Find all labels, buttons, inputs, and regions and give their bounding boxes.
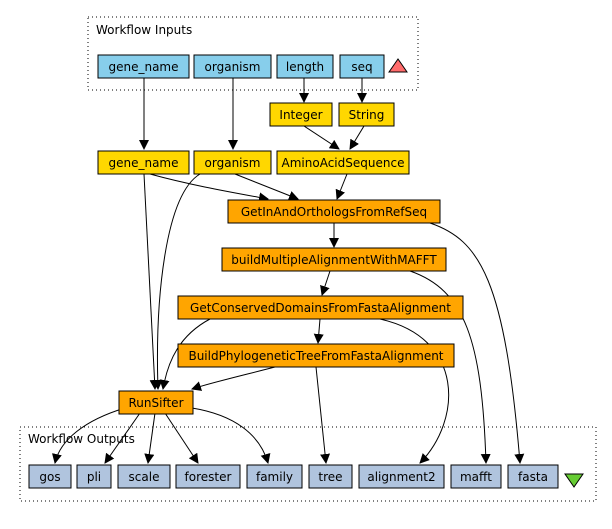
node-get-conserved-domains-label: GetConservedDomainsFromFastaAlignment	[190, 301, 451, 315]
node-run-sifter-label: RunSifter	[129, 396, 184, 410]
edge-getin-fasta	[429, 222, 525, 464]
node-string[interactable]: String	[338, 102, 395, 127]
node-amino-acid-sequence-label: AminoAcidSequence	[282, 156, 405, 170]
output-node-gos-label: gos	[39, 470, 60, 484]
edge-getcons-buildtree	[313, 318, 324, 344]
node-build-multiple-alignment-label: buildMultipleAlignmentWithMAFFT	[231, 253, 437, 267]
output-node-mafft-label: mafft	[460, 470, 492, 484]
output-node-family[interactable]: family	[246, 464, 303, 489]
output-node-tree[interactable]: tree	[308, 464, 353, 489]
edge-amino-getin	[335, 173, 348, 200]
node-build-phylogenetic-tree[interactable]: BuildPhylogeneticTreeFromFastaAlignment	[177, 343, 455, 368]
edge-buildmsa-mafft	[409, 270, 491, 464]
node-organism[interactable]: organism	[193, 150, 272, 175]
node-integer-label: Integer	[279, 108, 322, 122]
node-get-conserved-domains[interactable]: GetConservedDomainsFromFastaAlignment	[177, 295, 464, 320]
output-node-forester[interactable]: forester	[175, 464, 241, 489]
edge-buildmsa-getcons	[320, 270, 331, 296]
workflow-inputs-group	[87, 16, 419, 91]
node-integer[interactable]: Integer	[269, 102, 333, 127]
node-organism-label: organism	[205, 156, 261, 170]
edge-string-amino	[349, 125, 365, 150]
output-node-family-label: family	[256, 470, 293, 484]
output-node-fasta[interactable]: fasta	[507, 464, 559, 489]
edge-gene-name-getin	[149, 173, 269, 203]
input-node-organism[interactable]: organism	[193, 54, 272, 79]
input-node-length[interactable]: length	[276, 54, 334, 79]
output-node-scale-label: scale	[129, 470, 160, 484]
edge-runsifter-pli	[104, 412, 141, 464]
edge-getcons-runsifter	[159, 318, 211, 390]
output-node-fasta-label: fasta	[518, 470, 548, 484]
workflow-outputs-title: Workflow Outputs	[28, 432, 135, 446]
green-triangle-down-icon	[564, 473, 584, 488]
edge-runsifter-scale	[144, 412, 156, 464]
input-node-length-label: length	[286, 60, 324, 74]
edge-getcons-alignment2	[379, 318, 450, 464]
edge-runsifter-gos	[52, 407, 126, 464]
output-node-alignment2[interactable]: alignment2	[358, 464, 445, 489]
node-run-sifter[interactable]: RunSifter	[118, 390, 194, 415]
input-node-seq[interactable]: seq	[339, 54, 385, 79]
output-node-gos[interactable]: gos	[28, 464, 72, 489]
node-build-phylogenetic-tree-label: BuildPhylogeneticTreeFromFastaAlignment	[188, 349, 443, 363]
workflow-outputs-group	[19, 426, 597, 502]
output-node-mafft[interactable]: mafft	[450, 464, 502, 489]
input-node-organism-label: organism	[205, 60, 261, 74]
edge-runsifter-forester	[164, 412, 199, 464]
output-node-scale[interactable]: scale	[117, 464, 171, 489]
output-node-tree-label: tree	[318, 470, 342, 484]
edge-runsifter-family	[191, 407, 271, 464]
node-get-in-and-orthologs[interactable]: GetInAndOrthologsFromRefSeq	[227, 199, 441, 224]
input-node-seq-label: seq	[351, 60, 372, 74]
output-node-pli[interactable]: pli	[76, 464, 112, 489]
edge-buildtree-tree	[315, 366, 331, 464]
node-gene-name-label: gene_name	[108, 156, 178, 170]
node-get-in-and-orthologs-label: GetInAndOrthologsFromRefSeq	[241, 205, 427, 219]
red-triangle-up-icon	[388, 58, 408, 73]
input-node-gene-name-label: gene_name	[108, 60, 178, 74]
output-node-alignment2-label: alignment2	[367, 470, 435, 484]
edge-gene-name-runsifter	[143, 173, 160, 390]
output-node-forester-label: forester	[185, 470, 232, 484]
edge-organism-getin	[234, 173, 299, 201]
input-node-gene-name[interactable]: gene_name	[97, 54, 190, 79]
edge-buildtree-runsifter	[191, 366, 276, 391]
edge-organism-runsifter	[152, 173, 201, 390]
node-build-multiple-alignment[interactable]: buildMultipleAlignmentWithMAFFT	[221, 247, 447, 272]
output-node-pli-label: pli	[87, 470, 101, 484]
node-string-label: String	[349, 108, 385, 122]
edge-integer-amino	[303, 125, 340, 150]
node-amino-acid-sequence[interactable]: AminoAcidSequence	[276, 150, 410, 175]
node-gene-name[interactable]: gene_name	[97, 150, 190, 175]
workflow-inputs-title: Workflow Inputs	[96, 23, 192, 37]
